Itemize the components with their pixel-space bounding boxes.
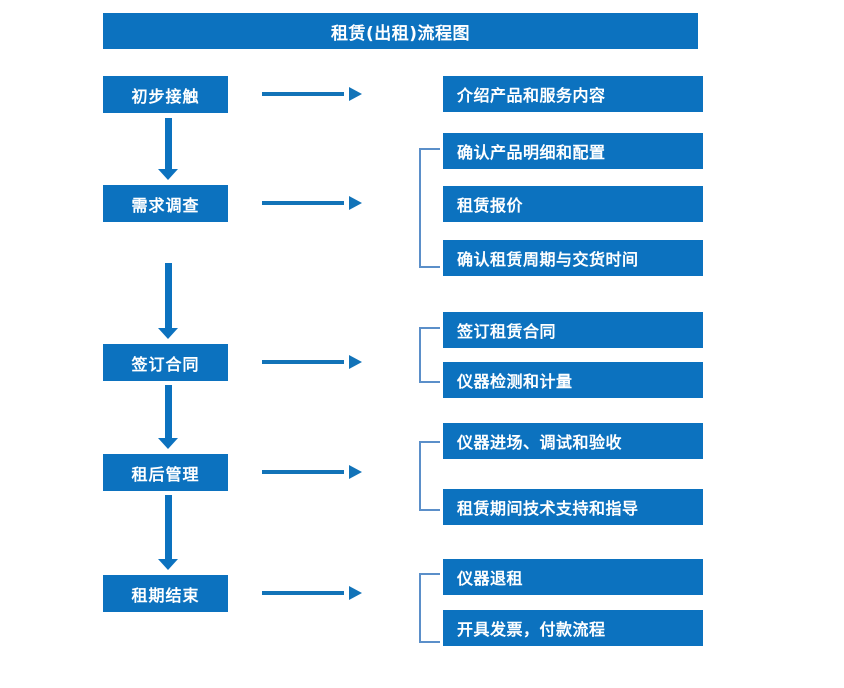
arrow-shaft bbox=[262, 591, 344, 595]
group-bracket-icon-3 bbox=[419, 327, 440, 383]
arrow-head bbox=[158, 328, 178, 339]
detail-box-2-2[interactable]: 租赁报价 bbox=[443, 186, 703, 222]
stage-box-5[interactable]: 租期结束 bbox=[103, 575, 228, 612]
arrow-shaft bbox=[165, 385, 172, 438]
arrow-shaft bbox=[262, 360, 344, 364]
arrow-head bbox=[349, 465, 362, 479]
stage-box-2[interactable]: 需求调查 bbox=[103, 185, 228, 222]
arrow-shaft bbox=[262, 470, 344, 474]
arrow-down-icon-1 bbox=[158, 118, 179, 180]
arrow-down-icon-3 bbox=[158, 385, 179, 449]
arrow-right-icon-3 bbox=[262, 355, 362, 369]
detail-box-3-1[interactable]: 签订租赁合同 bbox=[443, 312, 703, 348]
group-bracket-icon-4 bbox=[419, 441, 440, 511]
detail-box-3-2[interactable]: 仪器检测和计量 bbox=[443, 362, 703, 398]
arrow-right-icon-1 bbox=[262, 87, 362, 101]
stage-box-1[interactable]: 初步接触 bbox=[103, 76, 228, 113]
arrow-head bbox=[158, 438, 178, 449]
arrow-head bbox=[349, 586, 362, 600]
group-bracket-icon-5 bbox=[419, 573, 440, 643]
arrow-head bbox=[158, 169, 178, 180]
arrow-shaft bbox=[165, 495, 172, 559]
arrow-down-icon-4 bbox=[158, 495, 179, 570]
arrow-shaft bbox=[262, 201, 344, 205]
arrow-shaft bbox=[165, 263, 172, 328]
arrow-head bbox=[158, 559, 178, 570]
detail-box-4-2[interactable]: 租赁期间技术支持和指导 bbox=[443, 489, 703, 525]
arrow-head bbox=[349, 87, 362, 101]
stage-box-3[interactable]: 签订合同 bbox=[103, 344, 228, 381]
diagram-title: 租赁(出租)流程图 bbox=[103, 13, 698, 49]
detail-box-4-1[interactable]: 仪器进场、调试和验收 bbox=[443, 423, 703, 459]
detail-box-5-2[interactable]: 开具发票，付款流程 bbox=[443, 610, 703, 646]
detail-box-2-3[interactable]: 确认租赁周期与交货时间 bbox=[443, 240, 703, 276]
stage-box-4[interactable]: 租后管理 bbox=[103, 454, 228, 491]
arrow-right-icon-2 bbox=[262, 196, 362, 210]
arrow-shaft bbox=[165, 118, 172, 169]
arrow-right-icon-5 bbox=[262, 586, 362, 600]
arrow-head bbox=[349, 355, 362, 369]
arrow-right-icon-4 bbox=[262, 465, 362, 479]
detail-box-2-1[interactable]: 确认产品明细和配置 bbox=[443, 133, 703, 169]
arrow-head bbox=[349, 196, 362, 210]
arrow-down-icon-2 bbox=[158, 263, 179, 339]
detail-box-5-1[interactable]: 仪器退租 bbox=[443, 559, 703, 595]
detail-box-1-1[interactable]: 介绍产品和服务内容 bbox=[443, 76, 703, 112]
arrow-shaft bbox=[262, 92, 344, 96]
group-bracket-icon-2 bbox=[419, 148, 440, 268]
